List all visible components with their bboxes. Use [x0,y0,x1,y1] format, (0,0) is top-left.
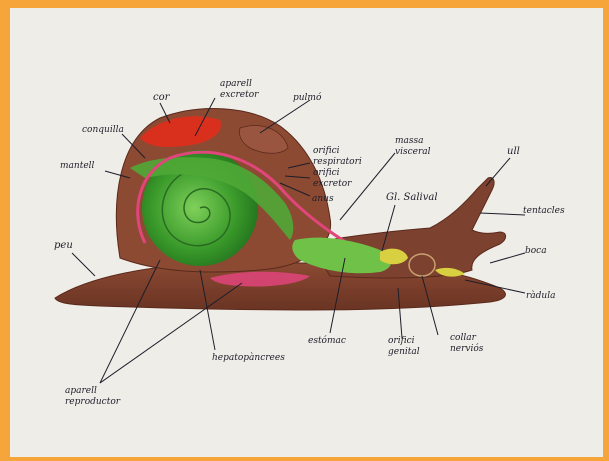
label-ull: ull [507,146,520,157]
label-hepatopancrees: hepatopàncrees [212,352,285,363]
label-peu: peu [54,240,73,251]
label-conquilla: conquilla [82,125,124,135]
label-tentacles: tentacles [523,206,565,216]
label-anus: anus [312,194,334,204]
label-pulmo: pulmó [293,92,322,103]
label-mantell: mantell [60,161,95,171]
label-radula: ràdula [526,290,555,301]
label-boca: boca [525,246,547,256]
label-cor: cor [153,92,171,103]
label-estomac: estómac [308,335,346,346]
label-gl-salival: Gl. Salival [386,192,438,203]
